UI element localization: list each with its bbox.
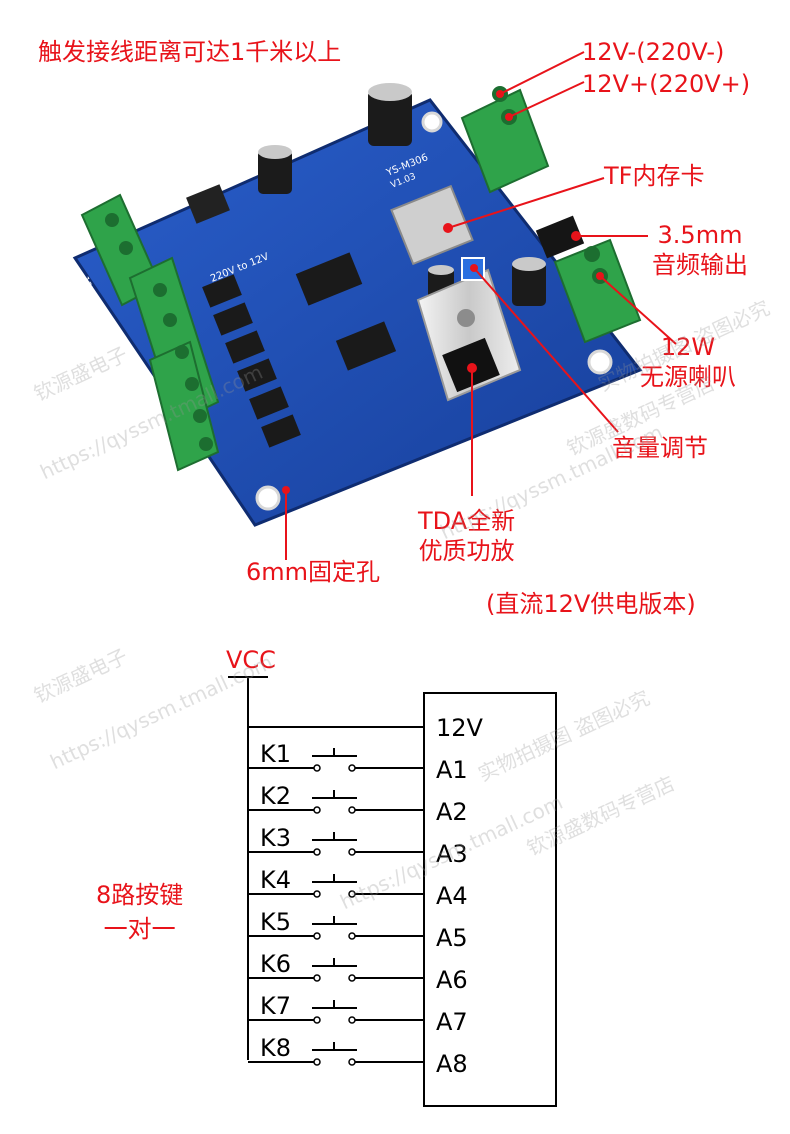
mount-hole bbox=[587, 349, 613, 375]
module-pin-label: A5 bbox=[436, 924, 468, 952]
switch-contact bbox=[348, 764, 356, 772]
switch-contact bbox=[313, 932, 321, 940]
key-label: K1 bbox=[260, 740, 291, 768]
regulator bbox=[186, 184, 230, 224]
volume-callout: 音量调节 bbox=[612, 434, 708, 462]
switch-contact bbox=[313, 764, 321, 772]
pcb-pin-label: A2 bbox=[101, 327, 115, 342]
switch-contact bbox=[348, 932, 356, 940]
amplifier-callout: TDA全新 优质功放 bbox=[418, 506, 515, 566]
audio-out-callout: 3.5mm 音频输出 bbox=[652, 220, 748, 280]
switch-contact bbox=[313, 806, 321, 814]
tf-card-slot bbox=[390, 184, 474, 266]
pcb-pin-label: A6 bbox=[145, 431, 159, 446]
speaker-line1: 12W bbox=[660, 333, 716, 361]
key-row: K5 bbox=[248, 908, 424, 940]
module-pin-label: A1 bbox=[436, 756, 468, 784]
power-version-note: (直流12V供电版本) bbox=[486, 590, 696, 618]
switch-contact bbox=[348, 974, 356, 982]
key-row: K4 bbox=[248, 866, 424, 898]
key-label: K6 bbox=[260, 950, 291, 978]
tf-card-callout: TF内存卡 bbox=[604, 162, 705, 190]
pcb-pin-label: A4 bbox=[123, 379, 137, 394]
switch-contact bbox=[313, 1058, 321, 1066]
key-label: K7 bbox=[260, 992, 291, 1020]
switch-contact bbox=[348, 1058, 356, 1066]
audio-out-line1: 3.5mm bbox=[657, 221, 743, 249]
speaker-callout: 12W 无源喇叭 bbox=[640, 332, 736, 392]
decoder-ic bbox=[335, 321, 397, 371]
callout-leaders bbox=[282, 51, 677, 560]
module-pin-label: A3 bbox=[436, 840, 468, 868]
side-label: 8路按键 一对一 bbox=[96, 878, 183, 946]
side-label-line2: 一对一 bbox=[103, 915, 176, 943]
switch-contact bbox=[313, 974, 321, 982]
key-label: K2 bbox=[260, 782, 291, 810]
product-board-photo: YS-M306 V1.03 220V to 12V 12VA1A2A3A4A5A… bbox=[72, 51, 677, 560]
module-pin-label: A6 bbox=[436, 966, 468, 994]
key-row: K3 bbox=[248, 824, 424, 856]
key-label: K4 bbox=[260, 866, 291, 894]
audio-jack bbox=[535, 215, 585, 259]
power-pos-callout: 12V+(220V+) bbox=[582, 70, 751, 98]
module-pin-label: A4 bbox=[436, 882, 468, 910]
amplifier-line2: 优质功放 bbox=[418, 537, 515, 565]
key-label: K8 bbox=[260, 1034, 291, 1062]
power-neg-callout: 12V-(220V-) bbox=[582, 38, 725, 66]
switch-contact bbox=[313, 890, 321, 898]
switch-contact bbox=[348, 848, 356, 856]
pcb-pin-label: A7 bbox=[156, 457, 170, 472]
side-label-line1: 8路按键 bbox=[96, 881, 184, 909]
pcb-pin-label: A1 bbox=[90, 301, 104, 316]
key-label: K3 bbox=[260, 824, 291, 852]
range-callout: 触发接线距离可达1千米以上 bbox=[38, 38, 342, 66]
vcc-label: VCC bbox=[226, 646, 276, 674]
speaker-line2: 无源喇叭 bbox=[640, 363, 736, 391]
switch-contact bbox=[313, 1016, 321, 1024]
switch-contact bbox=[348, 806, 356, 814]
amplifier-heatsink bbox=[416, 268, 522, 402]
key-row: K7 bbox=[248, 992, 424, 1024]
mount-hole bbox=[255, 485, 281, 511]
module-pin-label: A2 bbox=[436, 798, 468, 826]
mount-hole bbox=[421, 111, 443, 133]
module-box bbox=[423, 692, 557, 1107]
input-terminal-blocks bbox=[80, 193, 220, 472]
switch-contact bbox=[348, 1016, 356, 1024]
key-row: K1 bbox=[248, 740, 424, 772]
key-row: K6 bbox=[248, 950, 424, 982]
pcb-pin-label: A8 bbox=[167, 483, 181, 498]
optocoupler-array bbox=[202, 274, 301, 448]
pcb-pin-label: A3 bbox=[112, 353, 126, 368]
module-pin-label: A7 bbox=[436, 1008, 468, 1036]
module-pin-label: 12V bbox=[436, 714, 484, 742]
module-pin-label: A8 bbox=[436, 1050, 468, 1078]
switch-contact bbox=[313, 848, 321, 856]
key-row: K8 bbox=[248, 1034, 424, 1066]
audio-out-line2: 音频输出 bbox=[652, 251, 748, 279]
capacitors bbox=[258, 83, 546, 306]
mount-hole-callout: 6mm固定孔 bbox=[246, 558, 381, 586]
key-label: K5 bbox=[260, 908, 291, 936]
main-ic bbox=[295, 252, 363, 306]
pcb-pin-label: A5 bbox=[134, 405, 148, 420]
amplifier-line1: TDA全新 bbox=[418, 507, 516, 535]
key-row: K2 bbox=[248, 782, 424, 814]
